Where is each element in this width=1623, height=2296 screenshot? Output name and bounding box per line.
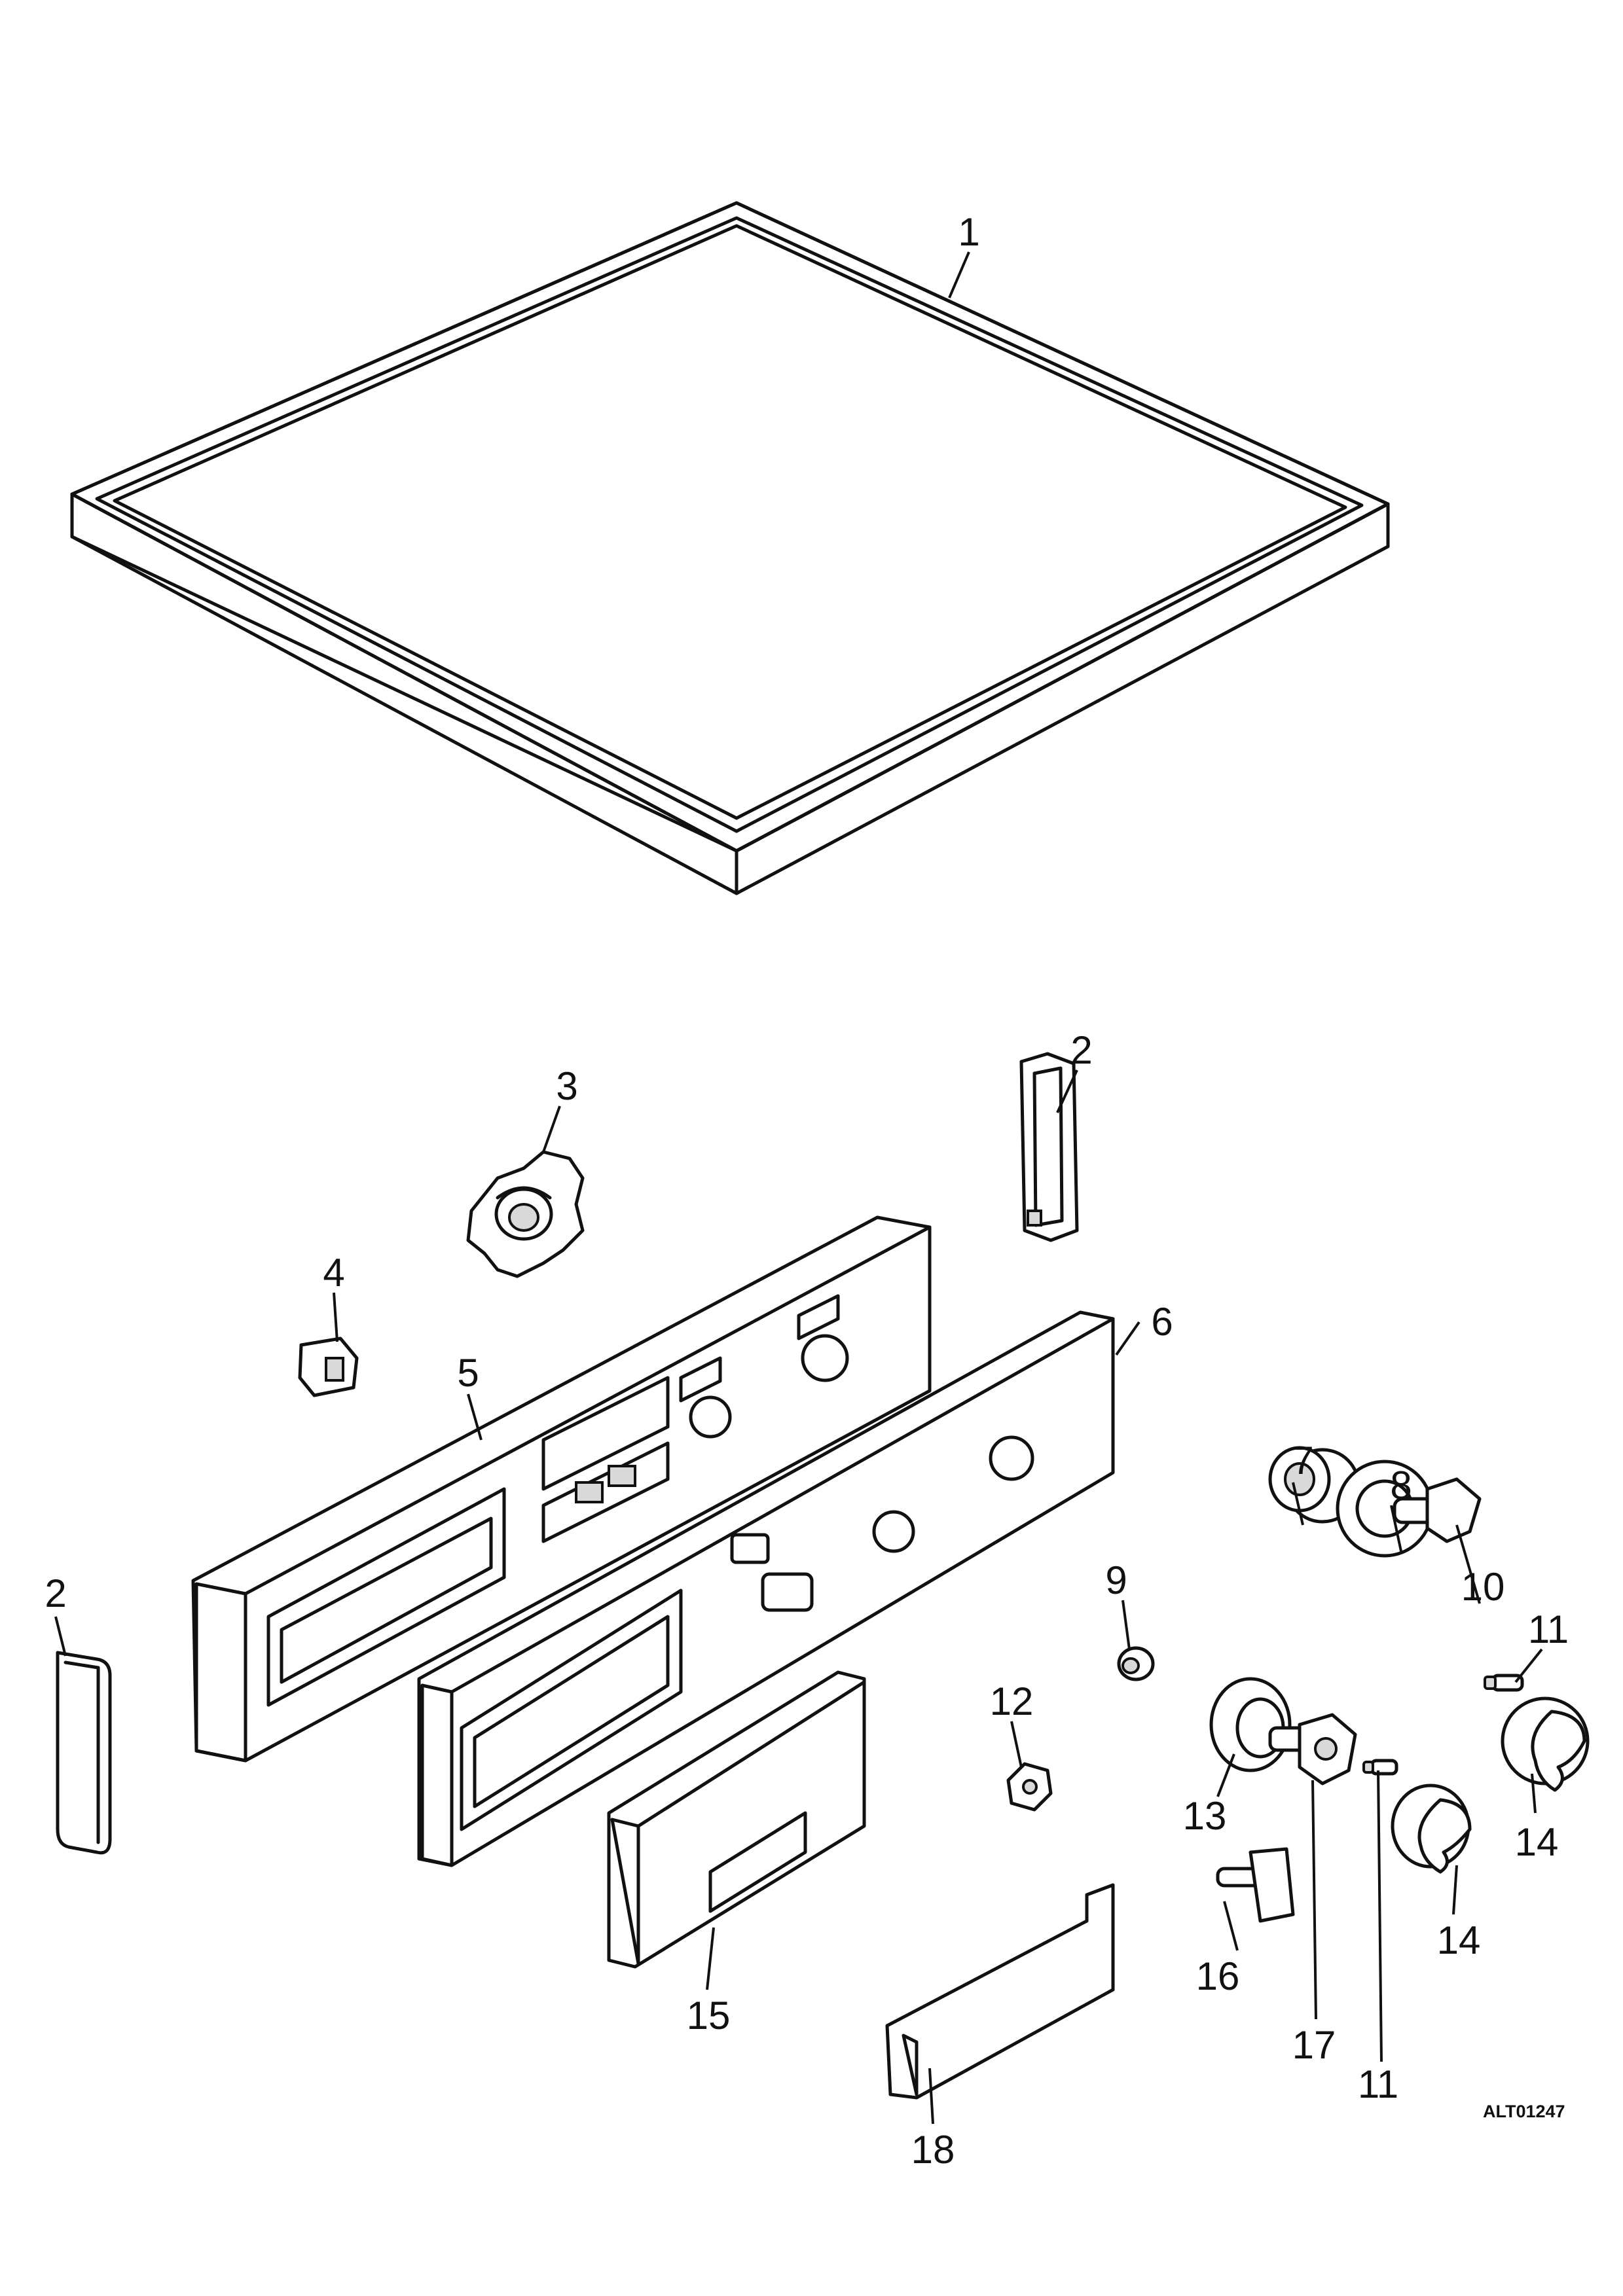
callout-15: 15 <box>687 1994 731 2037</box>
part-10-shaft-skirt <box>1393 1477 1482 1543</box>
callout-11-lower: 11 <box>1358 2062 1398 2106</box>
drawing-reference-code: ALT01247 <box>1483 2102 1565 2121</box>
callout-13: 13 <box>1183 1794 1227 1838</box>
part-17-skirt <box>1298 1713 1357 1785</box>
callout-16: 16 <box>1196 1954 1240 1998</box>
callout-4: 4 <box>323 1251 344 1295</box>
callout-14-lower: 14 <box>1437 1918 1481 1962</box>
callout-2-left: 2 <box>45 1571 66 1615</box>
callout-1: 1 <box>958 210 979 254</box>
part-15-housing <box>607 1670 866 1969</box>
callout-6: 6 <box>1151 1300 1173 1344</box>
part-14-knob-upper <box>1501 1696 1590 1792</box>
callout-12: 12 <box>990 1679 1034 1723</box>
part-3-timer-dial <box>466 1150 585 1278</box>
callout-5: 5 <box>457 1351 479 1395</box>
part-18-trim-strip <box>885 1883 1115 2100</box>
part-16-push-button <box>1216 1847 1295 1923</box>
leader-lines <box>54 251 1543 2125</box>
callout-18: 18 <box>911 2128 955 2172</box>
callout-9: 9 <box>1105 1558 1127 1602</box>
part-5-rear-console <box>191 1215 932 1763</box>
callout-17: 17 <box>1292 2023 1336 2067</box>
part-9-grommet <box>1117 1646 1155 1681</box>
part-14-knob-lower <box>1391 1784 1472 1874</box>
callout-8: 8 <box>1390 1463 1412 1507</box>
part-2-end-cap-left <box>56 1651 112 1855</box>
part-1-top-panel <box>70 201 1390 895</box>
callout-7: 7 <box>1292 1439 1313 1482</box>
part-6-front-console <box>417 1310 1115 1867</box>
callout-3: 3 <box>556 1064 577 1108</box>
part-12-clip <box>1006 1762 1053 1812</box>
part-2-end-bracket-right <box>1019 1052 1079 1242</box>
callout-2-right: 2 <box>1070 1028 1092 1072</box>
part-11-spring-lower <box>1362 1759 1398 1776</box>
part-11-spring-upper <box>1484 1674 1524 1692</box>
callout-labels: 1 2 2 3 4 5 6 7 8 9 10 11 11 12 13 14 14… <box>45 210 1569 2172</box>
part-4-switch <box>298 1336 359 1397</box>
callout-11-upper: 11 <box>1528 1607 1569 1651</box>
callout-14-upper: 14 <box>1515 1820 1559 1864</box>
callout-10: 10 <box>1461 1565 1505 1609</box>
